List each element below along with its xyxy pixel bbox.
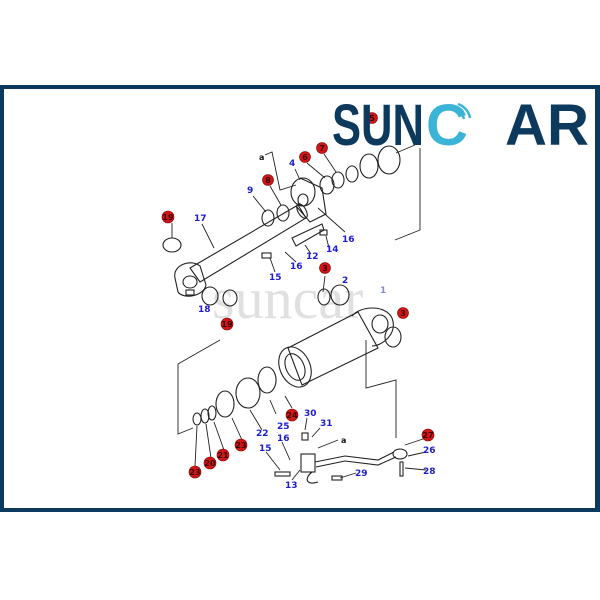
- label-4: 4: [289, 159, 295, 169]
- label-30: 30: [304, 409, 317, 419]
- label-31: 31: [320, 419, 333, 429]
- label-16b: 16: [290, 262, 303, 272]
- seal-19-top: [162, 237, 182, 253]
- svg-text:C: C: [426, 93, 468, 158]
- badge-6: 6: [299, 151, 311, 163]
- ring-23b: [192, 412, 202, 426]
- badge-21: 21: [216, 448, 230, 462]
- svg-text:23: 23: [189, 468, 200, 477]
- label-22: 22: [256, 429, 269, 439]
- svg-text:24: 24: [286, 411, 298, 420]
- badge-3-right: 3: [397, 307, 409, 319]
- svg-text:5: 5: [369, 114, 375, 123]
- badge-19-top: 19: [161, 210, 175, 224]
- cylinder-head-4: [290, 177, 327, 223]
- cylinder-tube-1: [278, 307, 394, 388]
- label-15b: 15: [259, 444, 272, 454]
- ring-large-1: [359, 153, 379, 179]
- bolt-14: [319, 229, 328, 236]
- svg-text:AR: AR: [505, 93, 589, 158]
- ring-24: [257, 366, 277, 394]
- svg-text:21: 21: [217, 451, 229, 460]
- svg-text:20: 20: [204, 459, 216, 468]
- seal-7: [331, 171, 345, 189]
- badge-24: 24: [285, 408, 299, 422]
- badge-23: 23: [234, 438, 248, 452]
- piston-22: [235, 377, 261, 409]
- svg-text:3: 3: [322, 264, 328, 273]
- seal-6: [319, 175, 335, 195]
- ring-large-2: [377, 145, 401, 175]
- ring-21: [207, 405, 217, 421]
- label-17: 17: [194, 214, 207, 224]
- seal-23: [215, 390, 235, 418]
- svg-text:6: 6: [302, 153, 308, 162]
- svg-text:3: 3: [400, 309, 406, 318]
- seal-3-left: [317, 288, 331, 306]
- ring-5: [345, 165, 359, 183]
- badge-23b: 23: [188, 465, 202, 479]
- label-14: 14: [326, 245, 339, 255]
- reference-a-bottom: a: [341, 436, 346, 445]
- label-25: 25: [277, 422, 290, 432]
- badge-8: 8: [262, 174, 274, 186]
- label-26: 26: [423, 446, 436, 456]
- reference-a-top: a: [259, 153, 264, 162]
- svg-text:8: 8: [265, 176, 271, 185]
- label-13: 13: [285, 481, 298, 491]
- svg-text:19: 19: [162, 213, 174, 222]
- badge-27: 27: [421, 428, 435, 442]
- label-9: 9: [247, 186, 253, 196]
- svg-text:23: 23: [235, 441, 246, 450]
- ring-8: [276, 204, 290, 222]
- label-29: 29: [355, 469, 368, 479]
- label-15: 15: [269, 273, 282, 283]
- part-labels: 9 4 17 16 14 12 16 15 2 1 18 30 31 25 22…: [194, 159, 436, 491]
- label-1: 1: [380, 286, 386, 296]
- ring-20: [200, 408, 210, 424]
- suncar-logo: SUN C AR: [332, 93, 589, 158]
- badge-5: 5: [366, 112, 378, 124]
- label-18: 18: [198, 305, 211, 315]
- bushing-2: [330, 284, 350, 306]
- seal-19-bottom: [222, 289, 238, 307]
- signal-arcs-icon: [454, 102, 472, 120]
- svg-text:27: 27: [422, 431, 433, 440]
- badge-7: 7: [316, 142, 328, 154]
- svg-text:19: 19: [221, 320, 233, 329]
- label-28: 28: [423, 467, 436, 477]
- label-16: 16: [342, 235, 355, 245]
- bolt-15: [261, 252, 272, 259]
- ring-9: [261, 209, 275, 227]
- badge-19-bottom: 19: [220, 317, 234, 331]
- label-2: 2: [342, 276, 348, 286]
- seal-3-right: [384, 326, 402, 348]
- pipe-assembly: [274, 432, 408, 484]
- badge-3-left: 3: [319, 262, 331, 274]
- bushing-18: [201, 286, 219, 306]
- label-16c: 16: [277, 434, 290, 444]
- bolt-12: [291, 223, 325, 247]
- label-12: 12: [306, 252, 319, 262]
- badge-20: 20: [203, 456, 217, 470]
- svg-text:SUN: SUN: [332, 93, 424, 158]
- svg-text:7: 7: [319, 144, 325, 153]
